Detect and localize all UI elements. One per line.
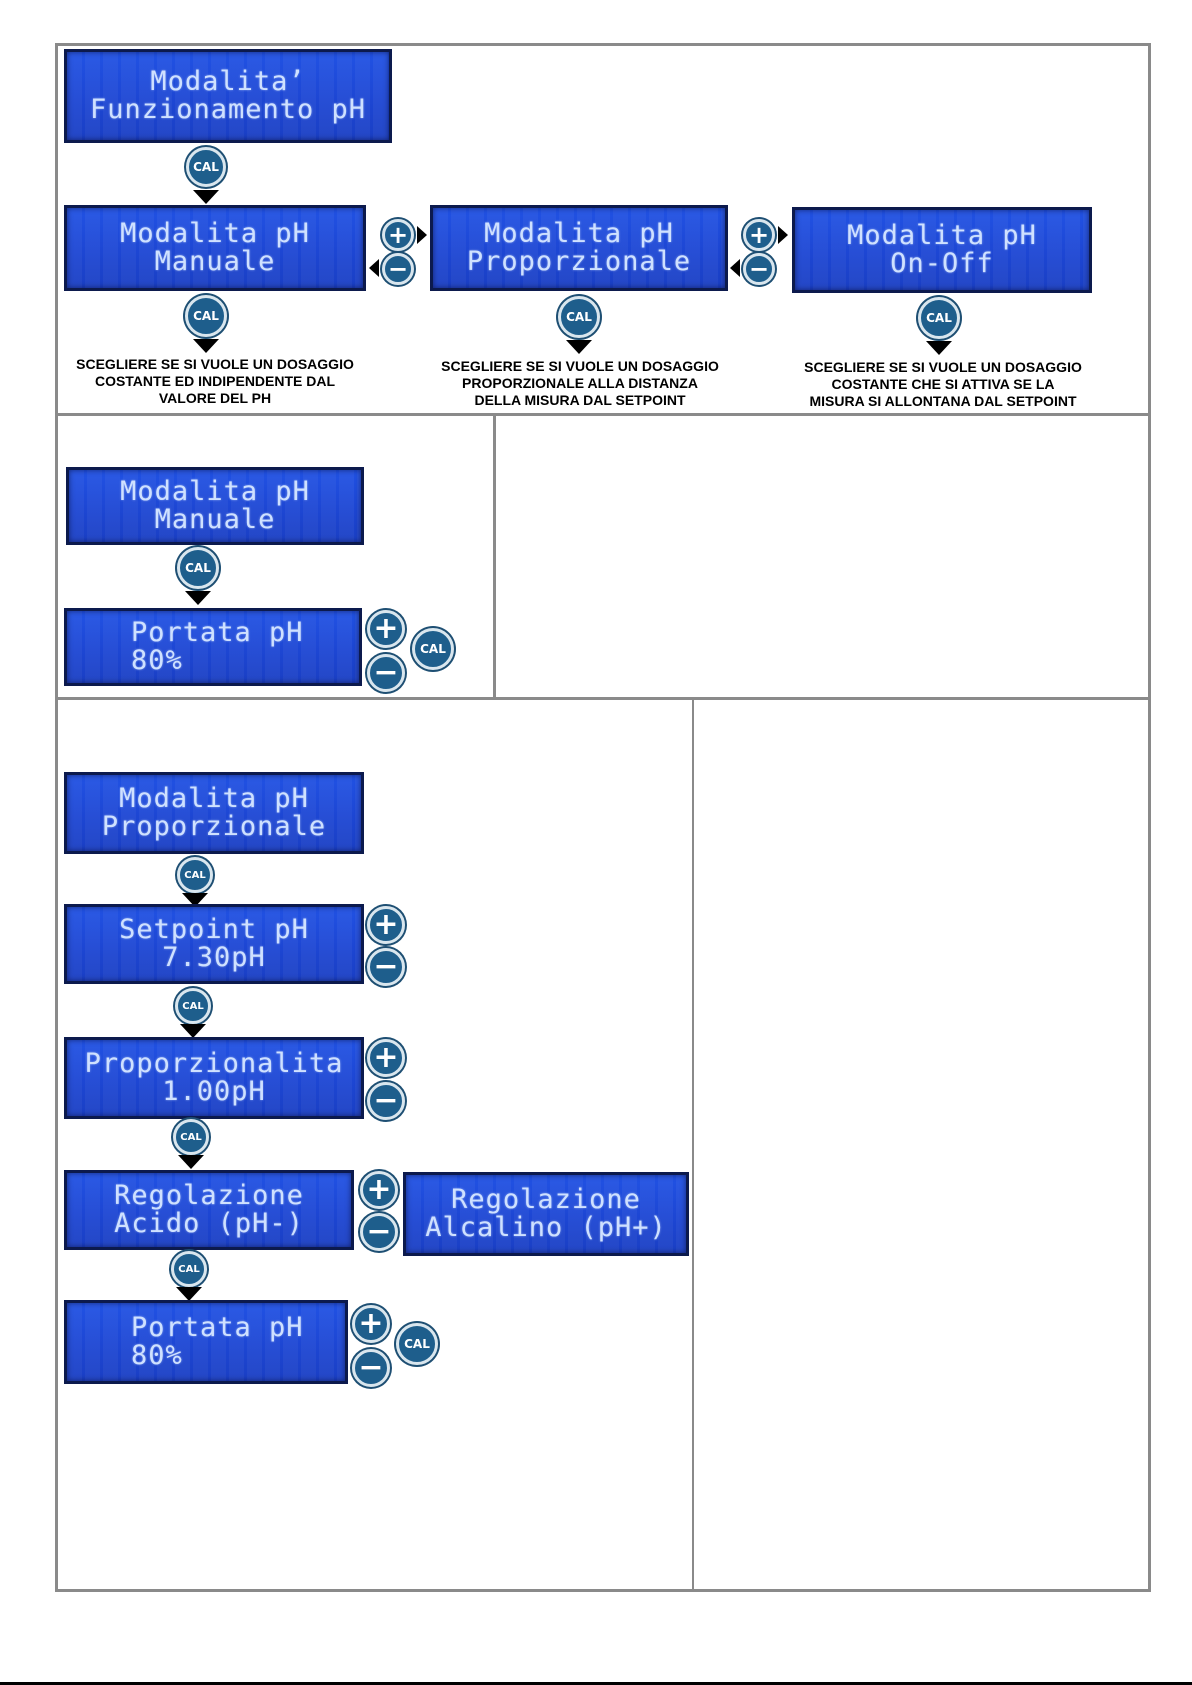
- lcd-line-1: Setpoint pH: [119, 914, 309, 945]
- minus-button[interactable]: −: [367, 654, 405, 692]
- lcd-line-2: 80%: [131, 1340, 183, 1371]
- arrow-down-icon: [182, 893, 208, 907]
- minus-button[interactable]: −: [360, 1213, 398, 1251]
- lcd-line-1: Regolazione: [451, 1184, 641, 1215]
- lcd-portata: Portata pH 80%: [64, 1300, 348, 1384]
- lcd-modalita-funzionamento: Modalita’ Funzionamento pH: [64, 49, 392, 143]
- cal-button[interactable]: CAL: [185, 295, 227, 337]
- lcd-line-2: 7.30pH: [162, 942, 266, 973]
- lcd-setpoint: Setpoint pH 7.30pH: [64, 904, 364, 984]
- lcd-line-2: 80%: [131, 645, 183, 676]
- cal-button[interactable]: CAL: [177, 857, 213, 893]
- plus-button[interactable]: +: [367, 906, 405, 944]
- note-onoff: SCEGLIERE SE SI VUOLE UN DOSAGGIO COSTAN…: [804, 359, 1082, 409]
- cal-button[interactable]: CAL: [177, 547, 219, 589]
- lcd-regolazione-alcalino: Regolazione Alcalino (pH+): [403, 1172, 689, 1256]
- lcd-line-2: On-Off: [890, 248, 994, 279]
- section3-frame: [55, 697, 1151, 1592]
- note-proporzionale: SCEGLIERE SE SI VUOLE UN DOSAGGIO PROPOR…: [441, 358, 719, 408]
- cal-button[interactable]: CAL: [171, 1251, 207, 1287]
- lcd-line-1: Modalita pH: [120, 476, 310, 507]
- lcd-line-1: Modalita pH: [119, 783, 309, 814]
- arrow-right-icon: [778, 226, 788, 244]
- lcd-proporzionalita: Proporzionalita 1.00pH: [64, 1037, 364, 1119]
- arrow-down-icon: [926, 341, 952, 355]
- lcd-modalita-manuale: Modalita pH Manuale: [64, 205, 366, 291]
- plus-button[interactable]: +: [352, 1305, 390, 1343]
- lcd-regolazione-acido: Regolazione Acido (pH-): [64, 1170, 354, 1250]
- cal-button[interactable]: CAL: [186, 147, 226, 187]
- lcd-line-2: Funzionamento pH: [89, 94, 367, 125]
- section3-divider: [692, 700, 694, 1589]
- cal-button[interactable]: CAL: [173, 1119, 209, 1155]
- plus-button[interactable]: +: [367, 610, 405, 648]
- minus-button[interactable]: −: [743, 253, 775, 285]
- minus-button[interactable]: −: [352, 1349, 390, 1387]
- arrow-down-icon: [178, 1155, 204, 1169]
- lcd-line-1: Proporzionalita: [84, 1048, 344, 1079]
- arrow-down-icon: [566, 340, 592, 354]
- lcd-line-1: Regolazione: [114, 1180, 304, 1211]
- lcd-line-2: Manuale: [154, 246, 276, 277]
- note-manuale: SCEGLIERE SE SI VUOLE UN DOSAGGIO COSTAN…: [76, 356, 354, 406]
- plus-button[interactable]: +: [360, 1171, 398, 1209]
- arrow-down-icon: [193, 190, 219, 204]
- lcd-line-1: Portata pH: [131, 617, 304, 648]
- arrow-right-icon: [417, 226, 427, 244]
- page-bottom-rule: [0, 1682, 1192, 1685]
- lcd-line-2: Acido (pH-): [114, 1208, 304, 1239]
- plus-button[interactable]: +: [367, 1039, 405, 1077]
- lcd-modalita-proporzionale: Modalita pH Proporzionale: [64, 772, 364, 854]
- lcd-modalita-onoff: Modalita pH On-Off: [792, 207, 1092, 293]
- cal-button[interactable]: CAL: [396, 1323, 438, 1365]
- section2-divider: [493, 416, 496, 700]
- lcd-line-2: Proporzionale: [466, 246, 692, 277]
- lcd-line-1: Modalita’: [150, 66, 306, 97]
- lcd-line-2: Manuale: [154, 504, 276, 535]
- lcd-line-2: Alcalino (pH+): [425, 1212, 667, 1243]
- minus-button[interactable]: −: [367, 1082, 405, 1120]
- arrow-down-icon: [185, 591, 211, 605]
- arrow-left-icon: [369, 259, 379, 277]
- arrow-down-icon: [176, 1287, 202, 1301]
- lcd-modalita-manuale: Modalita pH Manuale: [66, 467, 364, 545]
- cal-button[interactable]: CAL: [558, 296, 600, 338]
- lcd-line-1: Modalita pH: [484, 218, 674, 249]
- arrow-down-icon: [193, 339, 219, 353]
- lcd-line-1: Modalita pH: [120, 218, 310, 249]
- lcd-line-1: Modalita pH: [847, 220, 1037, 251]
- cal-button[interactable]: CAL: [918, 297, 960, 339]
- lcd-portata: Portata pH 80%: [64, 608, 362, 686]
- lcd-line-2: Proporzionale: [101, 811, 327, 842]
- lcd-line-2: 1.00pH: [162, 1076, 266, 1107]
- plus-button[interactable]: +: [382, 219, 414, 251]
- lcd-modalita-proporzionale: Modalita pH Proporzionale: [430, 205, 728, 291]
- arrow-left-icon: [730, 259, 740, 277]
- plus-button[interactable]: +: [743, 219, 775, 251]
- arrow-down-icon: [180, 1024, 206, 1038]
- lcd-line-1: Portata pH: [131, 1312, 304, 1343]
- minus-button[interactable]: −: [382, 253, 414, 285]
- minus-button[interactable]: −: [367, 948, 405, 986]
- cal-button[interactable]: CAL: [175, 988, 211, 1024]
- cal-button[interactable]: CAL: [412, 628, 454, 670]
